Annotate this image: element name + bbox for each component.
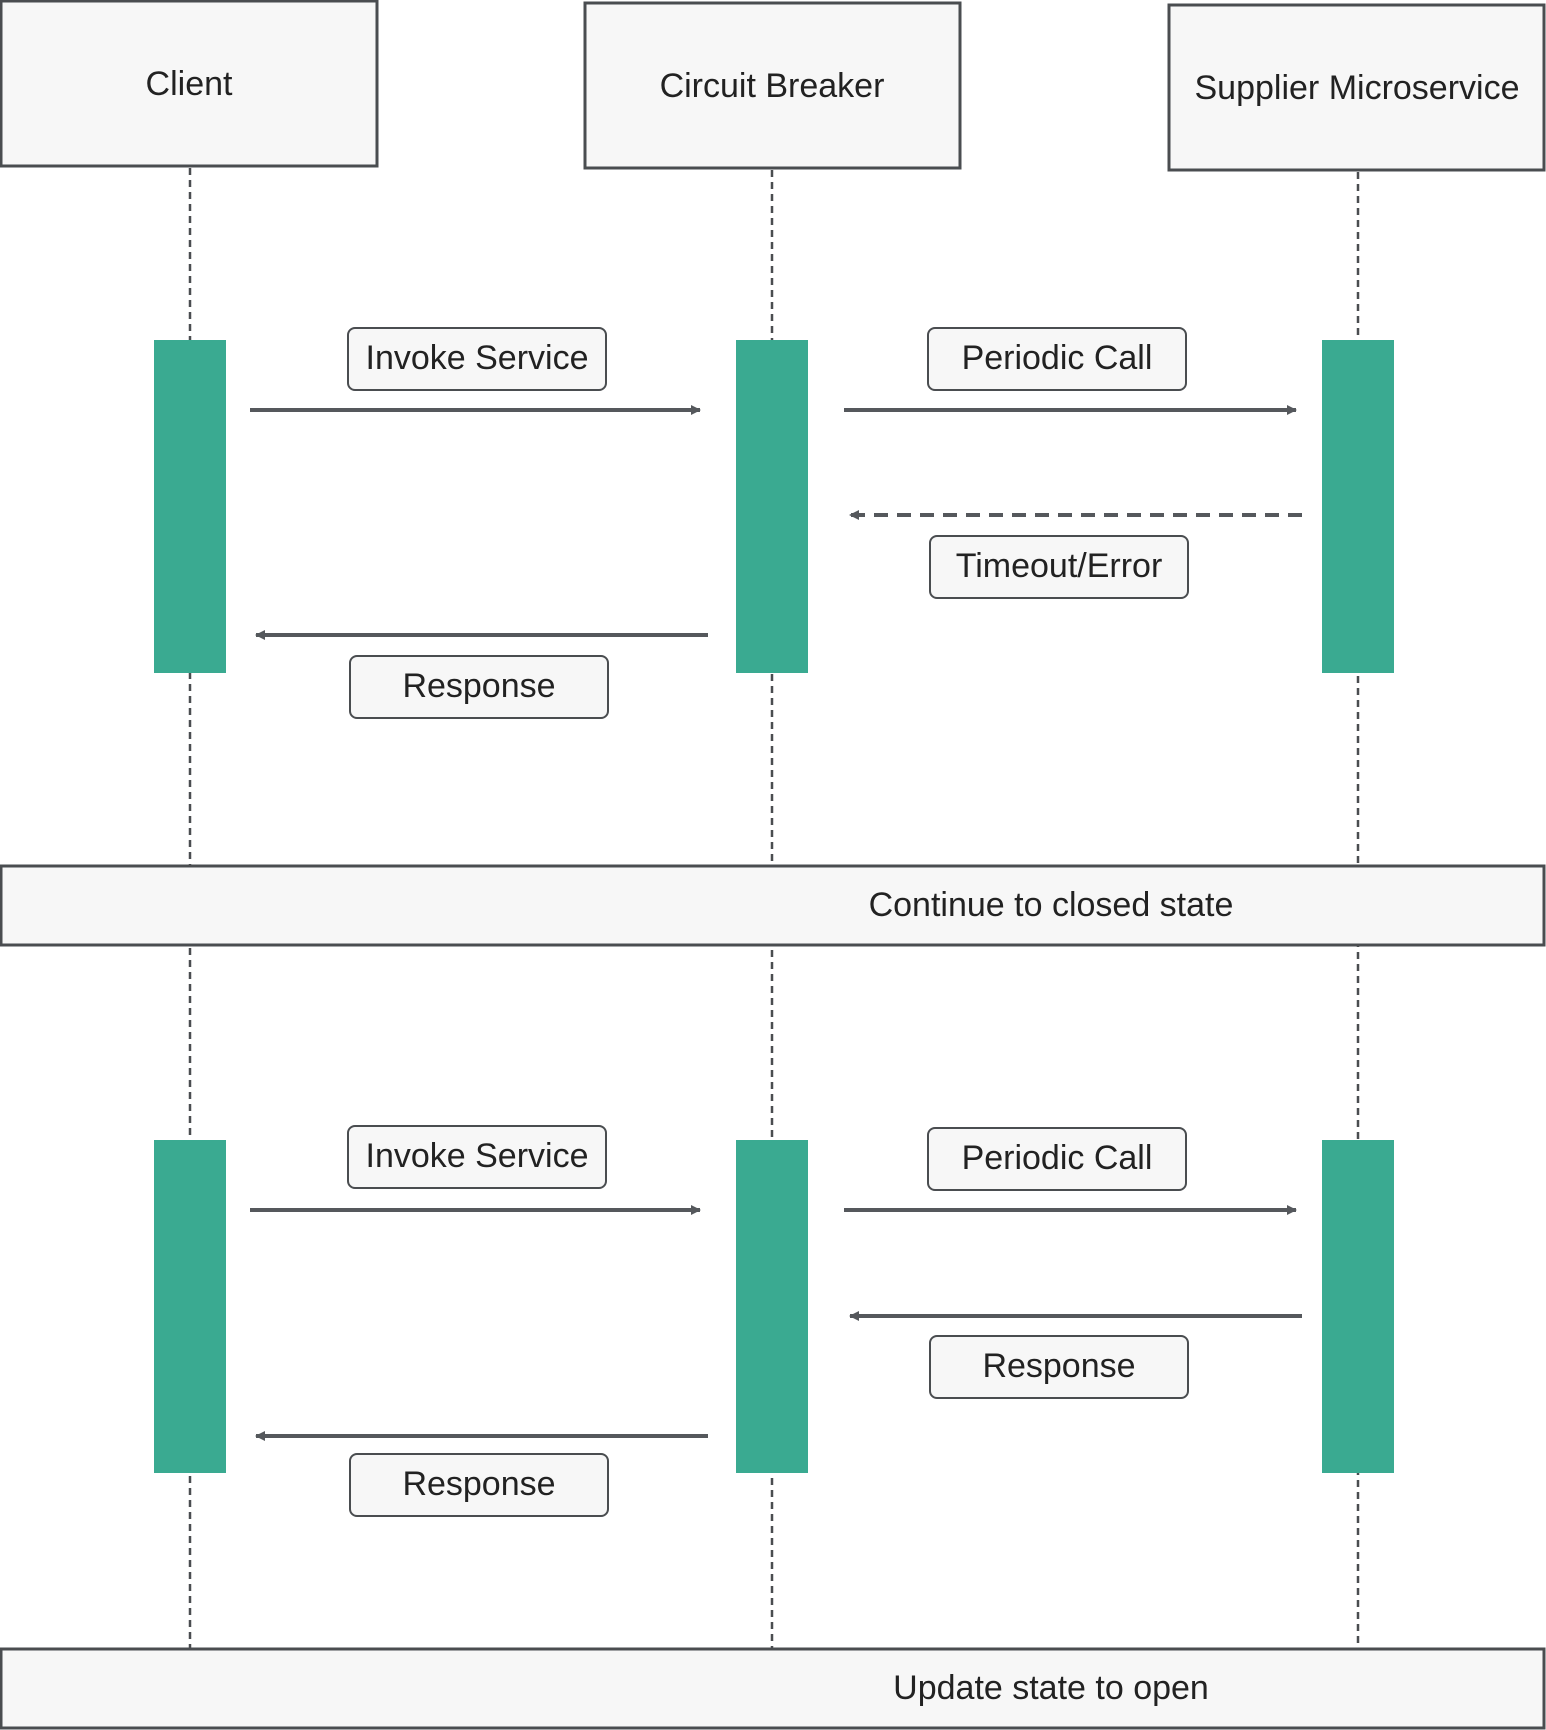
activations-phase-1 [154, 340, 1394, 673]
participant-client: Client [0, 0, 379, 168]
divider-continue-closed-label: Continue to closed state [869, 886, 1234, 924]
participant-client-label: Client [146, 65, 233, 103]
label-response-2: Response [402, 1465, 555, 1503]
label-supplier-response: Response [982, 1347, 1135, 1385]
message-response-2: Response [255, 1431, 708, 1517]
message-supplier-response: Response [849, 1311, 1302, 1399]
label-invoke-service-2: Invoke Service [366, 1137, 589, 1175]
message-response-1: Response [255, 630, 708, 719]
activation-breaker-2 [736, 1140, 808, 1473]
activation-client-1 [154, 340, 226, 673]
divider-continue-closed: Continue to closed state [0, 864, 1546, 947]
message-periodic-call-1: Periodic Call [844, 327, 1297, 415]
activation-supplier-2 [1322, 1140, 1394, 1473]
divider-update-open: Update state to open [0, 1647, 1546, 1730]
participant-circuit-breaker: Circuit Breaker [583, 1, 962, 170]
participant-supplier-label: Supplier Microservice [1195, 69, 1520, 107]
message-periodic-call-2: Periodic Call [844, 1127, 1297, 1215]
activation-supplier-1 [1322, 340, 1394, 673]
label-periodic-call-2: Periodic Call [962, 1139, 1153, 1177]
activations-phase-2 [154, 1140, 1394, 1473]
divider-update-open-label: Update state to open [893, 1669, 1209, 1707]
message-invoke-service-2: Invoke Service [250, 1125, 701, 1215]
activation-client-2 [154, 1140, 226, 1473]
activation-breaker-1 [736, 340, 808, 673]
message-timeout-error: Timeout/Error [849, 510, 1302, 599]
label-periodic-call-1: Periodic Call [962, 339, 1153, 377]
participant-supplier: Supplier Microservice [1167, 3, 1546, 172]
message-invoke-service-1: Invoke Service [250, 327, 701, 415]
participant-circuit-breaker-label: Circuit Breaker [660, 67, 885, 105]
label-invoke-service-1: Invoke Service [366, 339, 589, 377]
label-timeout-error: Timeout/Error [956, 547, 1163, 585]
label-response-1: Response [402, 667, 555, 705]
